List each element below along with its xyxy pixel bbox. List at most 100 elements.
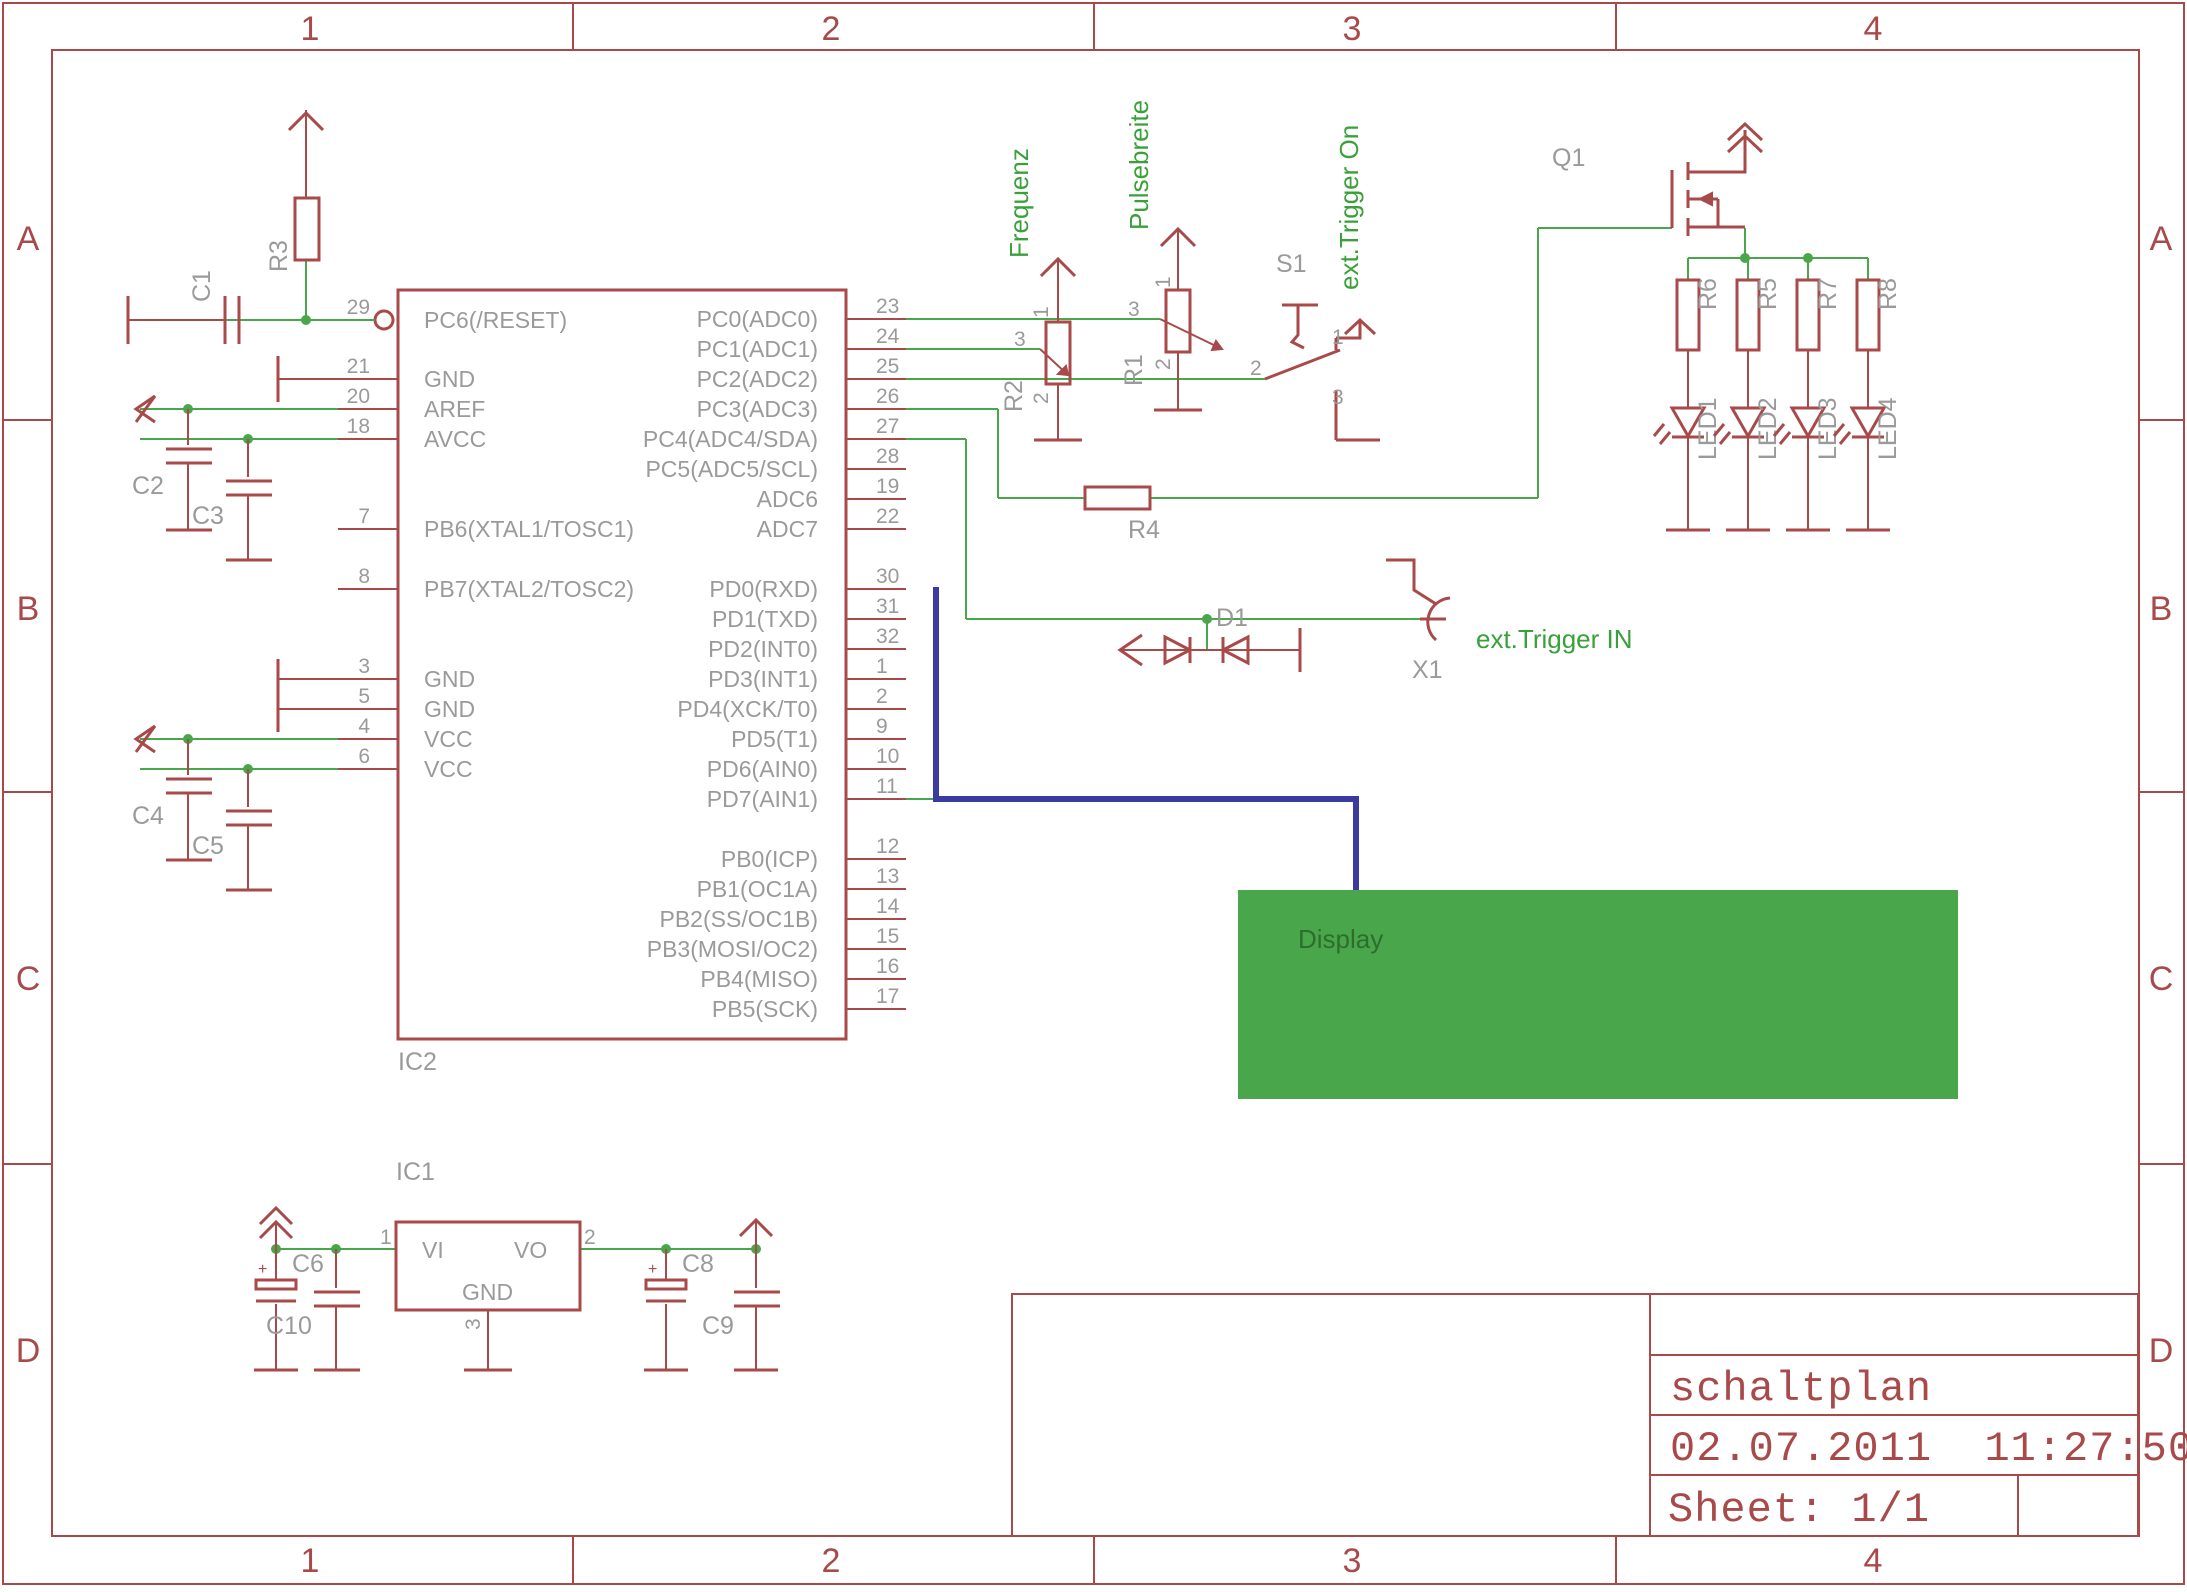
zone-col-2-bottom: 2 [822,1542,841,1580]
ic2-pin-label: AVCC [424,426,486,452]
r3-label: R3 [265,240,293,272]
ic2-pin-number: 31 [876,595,899,618]
ic2-pin-number: 30 [876,565,899,588]
ic1-pin3: 3 [462,1318,485,1330]
ic2-pin-number: 27 [876,415,899,438]
r1-label: R1 [1120,354,1148,386]
c9-label: C9 [702,1312,734,1340]
display-bus [933,587,1359,890]
zone-row-d-left: D [16,1332,41,1370]
zone-col-3-bottom: 3 [1343,1542,1362,1580]
frequenz-label: Frequenz [1004,148,1034,258]
ic2-pin-label: PD2(INT0) [708,636,818,662]
ic2-pin-label: PD3(INT1) [708,666,818,692]
pulsebreite-label: Pulsebreite [1124,100,1154,230]
ic2-pin-number: 26 [876,385,899,408]
ic2-pin-number: 8 [358,565,370,588]
ic2-pin-label: PC0(ADC0) [697,306,818,332]
ic2-pin-label: PC4(ADC4/SDA) [643,426,818,452]
ic2-pin-label: PD7(AIN1) [707,786,818,812]
x1-connector: X1 ext.Trigger IN [1386,558,1633,684]
s1-pin2: 2 [1250,357,1262,380]
ic2-pin-label: AREF [424,396,485,422]
led-diode [1729,406,1767,440]
r2-pin1: 1 [1030,306,1053,318]
zone-row-c-right: C [2149,960,2174,998]
title-text: schaltplan [1670,1365,1932,1413]
c5-label: C5 [192,832,224,860]
ic1-regulator: VI VO GND IC1 1 2 3 [380,1158,596,1372]
c4-label: C4 [132,802,164,830]
ic2-pin-label: PD4(XCK/T0) [677,696,818,722]
trigger-on-label: ext.Trigger On [1334,125,1364,290]
s1-switch: S1 2 1 3 ext.Trigger On [1250,125,1380,442]
s1-label: S1 [1276,250,1307,278]
c1-capacitor: C1 [126,270,241,344]
reset-inversion-bubble [373,309,395,331]
ic2-pin-label: PB1(OC1A) [697,876,818,902]
r2-potentiometer: 3 1 2 R2 Frequenz [1000,148,1082,442]
c2-c3-capacitors: C2 C3 [132,394,272,562]
output-caps: + C8 C9 [644,1217,780,1372]
led-label: LED2 [1754,397,1782,460]
zone-row-a-left: A [17,220,40,258]
zone-col-1-top: 1 [301,10,320,48]
s1-pin3: 3 [1332,386,1344,409]
ic2-pin-number: 4 [358,715,370,738]
r4-resistor: R4 [1083,485,1160,544]
zone-col-4-top: 4 [1864,10,1883,48]
c4-c5-capacitors: C4 C5 [132,724,272,892]
ic2-pin-number: 1 [876,655,888,678]
zone-row-b-left: B [17,590,40,628]
r3-resistor: R3 [265,110,325,272]
zone-row-c-left: C [16,960,41,998]
q1-label: Q1 [1552,144,1585,172]
zone-col-3-top: 3 [1343,10,1362,48]
ic2-pin-label: PD1(TXD) [712,606,818,632]
ic2-pin-label: PB5(SCK) [712,996,818,1022]
ic2-pin-number: 22 [876,505,899,528]
ic2-pin-label: PB0(ICP) [721,846,818,872]
ic2-pin-number: 11 [876,775,898,798]
ic2-pin-number: 16 [876,955,899,978]
ic2-pin-number: 19 [876,475,899,498]
led-resistor-label: R8 [1874,278,1902,310]
r2-label: R2 [1000,380,1028,412]
r1-pin1: 1 [1152,276,1175,288]
ic1-vo: VO [514,1237,547,1263]
ic2-pin-label: PD0(RXD) [709,576,818,602]
ic2-pin-number: 15 [876,925,899,948]
led-label: LED1 [1694,397,1722,460]
ic2-pin-number: 24 [876,325,900,348]
led-diode [1849,406,1887,440]
zone-col-2-top: 2 [822,10,841,48]
c2-label: C2 [132,472,164,500]
r2-pin3: 3 [1014,328,1026,351]
zone-row-d-right: D [2149,1332,2174,1370]
led-resistor-label: R7 [1814,278,1842,310]
d1-label: D1 [1216,604,1248,632]
ic2-pin-number: 10 [876,745,899,768]
s1-pin1: 1 [1332,326,1344,349]
ic2-pin-label: GND [424,696,475,722]
ic2-pin-label: ADC6 [757,486,818,512]
title-block: schaltplan 02.07.2011 11:27:50 Sheet: 1/… [1011,1293,2187,1537]
ic2-pin-number: 29 [347,296,370,319]
led-label: LED3 [1814,397,1842,460]
led-resistor-label: R6 [1694,278,1722,310]
ic2-pin-label: PC2(ADC2) [697,366,818,392]
ic1-vi: VI [422,1237,444,1263]
display-label: Display [1298,924,1383,954]
zone-col-1-bottom: 1 [301,1542,320,1580]
c8-label: C8 [682,1250,714,1278]
svg-text:+: + [258,1261,267,1278]
d1-diodes: D1 [1117,604,1302,672]
ic1-pin1: 1 [380,1226,392,1249]
led-diode [1669,406,1707,440]
zone-row-b-right: B [2150,590,2173,628]
ic2-pin-label: ADC7 [757,516,818,542]
